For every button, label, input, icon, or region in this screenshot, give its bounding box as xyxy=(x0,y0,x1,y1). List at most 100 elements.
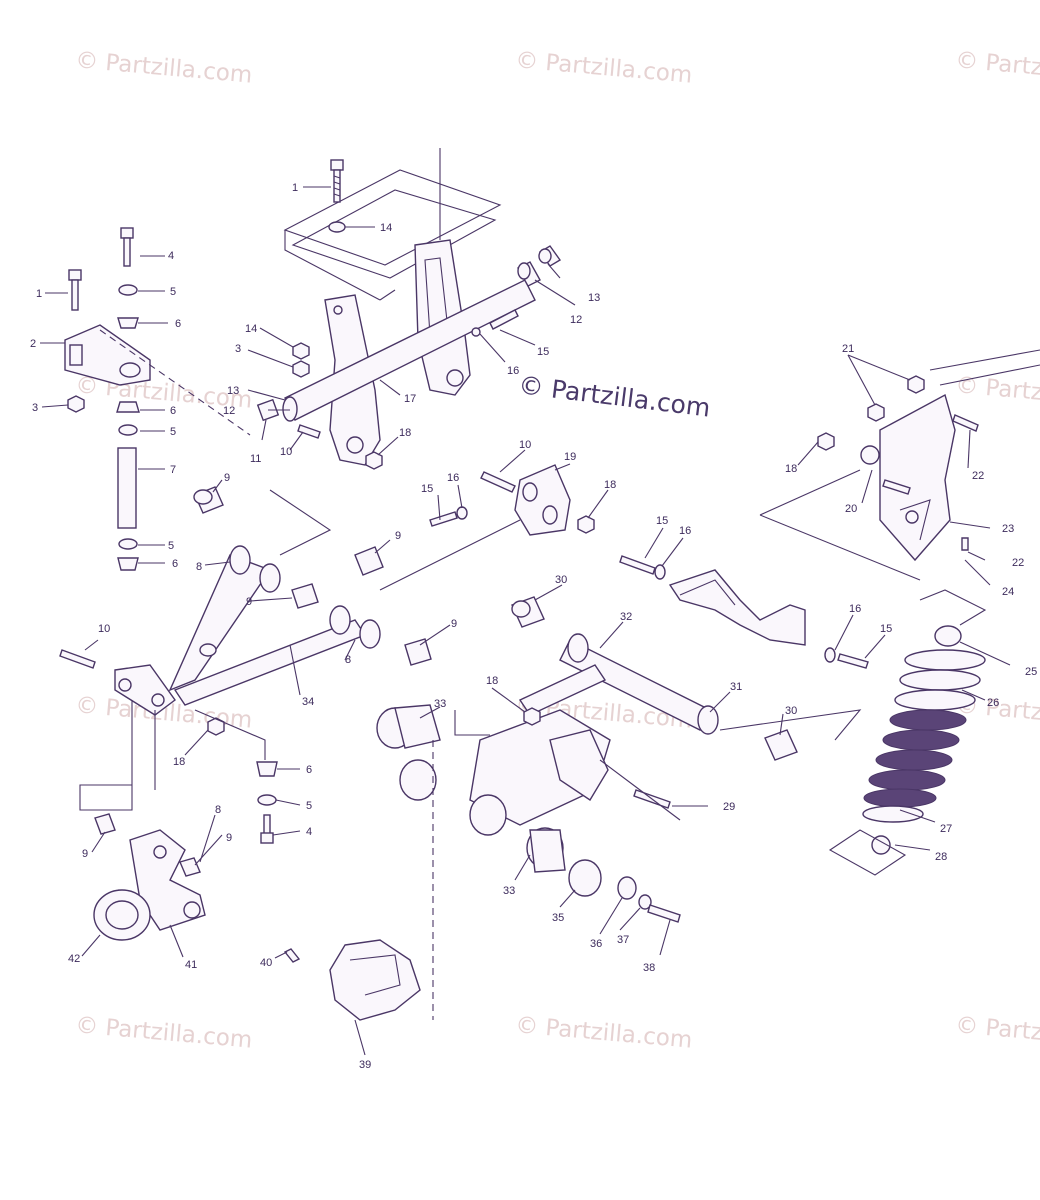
callout-9: 9 xyxy=(82,848,88,860)
bushing-cone xyxy=(117,557,139,571)
callout-9: 9 xyxy=(246,596,252,608)
callout-33: 33 xyxy=(503,885,515,897)
bolt xyxy=(952,414,979,432)
bolt xyxy=(961,537,969,551)
mounting-plate xyxy=(668,569,806,646)
bushing xyxy=(94,813,116,835)
callout-9: 9 xyxy=(451,618,457,630)
nut xyxy=(817,432,835,451)
callout-14: 14 xyxy=(245,323,257,335)
shock-mount-bracket xyxy=(860,349,1040,562)
callout-15: 15 xyxy=(656,515,668,527)
washer xyxy=(824,647,836,663)
frame-crossmember xyxy=(283,148,502,301)
nut xyxy=(365,451,383,470)
pivot-block xyxy=(514,464,571,536)
callout-30: 30 xyxy=(785,705,797,717)
washer xyxy=(638,894,652,910)
callout-4: 4 xyxy=(168,250,174,262)
nut xyxy=(867,403,885,422)
callout-6: 6 xyxy=(170,405,176,417)
callout-20: 20 xyxy=(845,503,857,515)
screw xyxy=(283,948,301,963)
callout-18: 18 xyxy=(604,479,616,491)
callout-3: 3 xyxy=(235,343,241,355)
callout-18: 18 xyxy=(173,756,185,768)
bushing-cone xyxy=(117,317,139,329)
callout-6: 6 xyxy=(306,764,312,776)
bushing xyxy=(376,704,602,897)
callout-4: 4 xyxy=(306,826,312,838)
bushing xyxy=(517,245,562,287)
bolt xyxy=(330,159,344,203)
bolt xyxy=(882,479,911,495)
bushing xyxy=(511,600,531,618)
bolt xyxy=(59,649,96,669)
callout-7: 7 xyxy=(170,464,176,476)
callout-22: 22 xyxy=(1012,557,1024,569)
callout-22: 22 xyxy=(972,470,984,482)
spacer-tube xyxy=(117,447,137,529)
callout-18: 18 xyxy=(486,675,498,687)
callout-26: 26 xyxy=(987,697,999,709)
bushing xyxy=(179,857,201,877)
callout-40: 40 xyxy=(260,957,272,969)
washer xyxy=(617,876,637,900)
callout-30: 30 xyxy=(555,574,567,586)
bushing-cone xyxy=(256,761,278,777)
callout-14: 14 xyxy=(380,222,392,234)
callout-21: 21 xyxy=(842,343,854,355)
callout-19: 19 xyxy=(564,451,576,463)
bolt xyxy=(68,269,82,311)
callout-13: 13 xyxy=(227,385,239,397)
callout-28: 28 xyxy=(935,851,947,863)
bolt xyxy=(647,904,681,923)
chain-guard xyxy=(329,939,421,1021)
callout-41: 41 xyxy=(185,959,197,971)
washer xyxy=(118,284,138,296)
callout-15: 15 xyxy=(537,346,549,358)
callout-5: 5 xyxy=(168,540,174,552)
bolt xyxy=(837,653,869,669)
nut xyxy=(523,707,541,726)
callout-16: 16 xyxy=(849,603,861,615)
callout-8: 8 xyxy=(215,804,221,816)
callout-1: 1 xyxy=(292,182,298,194)
nut xyxy=(292,342,310,360)
callout-16: 16 xyxy=(679,525,691,537)
callout-10: 10 xyxy=(98,623,110,635)
bushing xyxy=(193,489,213,505)
callout-2: 2 xyxy=(30,338,36,350)
callout-10: 10 xyxy=(280,446,292,458)
callout-18: 18 xyxy=(399,427,411,439)
callout-18: 18 xyxy=(785,463,797,475)
washer xyxy=(118,424,138,436)
callout-12: 12 xyxy=(570,314,582,326)
callout-33: 33 xyxy=(434,698,446,710)
bolt xyxy=(297,424,321,439)
callout-27: 27 xyxy=(940,823,952,835)
bolt xyxy=(120,227,134,267)
callout-34: 34 xyxy=(302,696,314,708)
callout-32: 32 xyxy=(620,611,632,623)
callout-5: 5 xyxy=(170,286,176,298)
callout-24: 24 xyxy=(1002,586,1014,598)
callout-6: 6 xyxy=(172,558,178,570)
lower-swing-arm xyxy=(469,633,719,826)
callout-23: 23 xyxy=(1002,523,1014,535)
callout-12: 12 xyxy=(223,405,235,417)
callout-6: 6 xyxy=(175,318,181,330)
wheel-spindle xyxy=(93,829,206,941)
washer xyxy=(118,538,138,550)
bolt xyxy=(260,814,274,844)
nut xyxy=(67,395,85,413)
callout-8: 8 xyxy=(345,654,351,666)
callout-5: 5 xyxy=(170,426,176,438)
callout-3: 3 xyxy=(32,402,38,414)
callout-15: 15 xyxy=(421,483,433,495)
callout-42: 42 xyxy=(68,953,80,965)
callout-39: 39 xyxy=(359,1059,371,1071)
callout-36: 36 xyxy=(590,938,602,950)
